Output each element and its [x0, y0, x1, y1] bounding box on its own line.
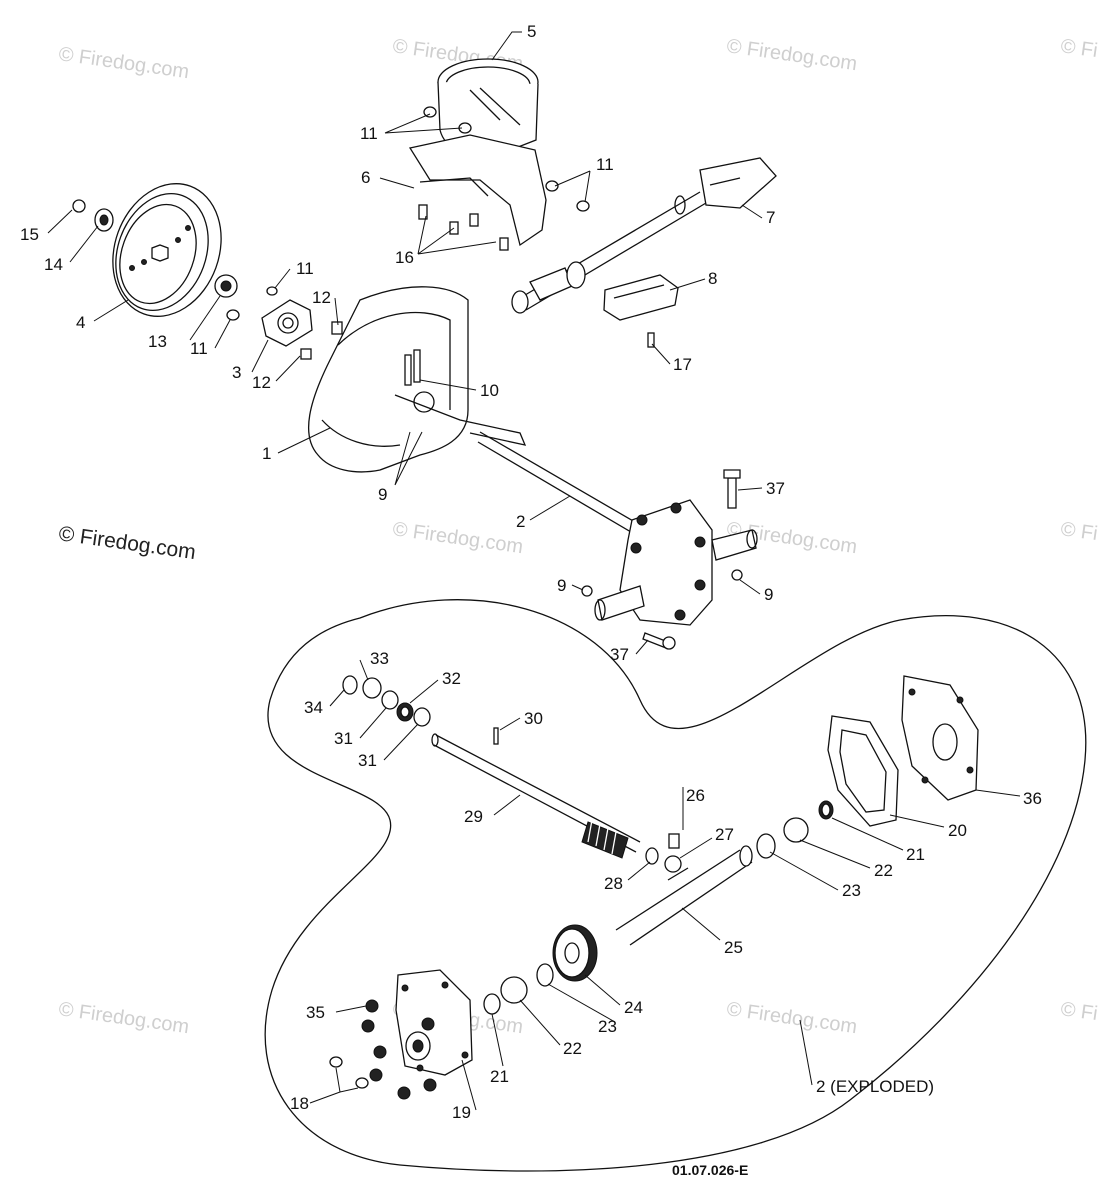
callout-31: 31	[358, 751, 377, 770]
watermarks: © Firedog.com © Firedog.com © Firedog.co…	[57, 35, 1099, 1038]
watermark-partial: © Fi	[1059, 998, 1099, 1025]
callout-33: 33	[370, 649, 389, 668]
chute-crank-part	[511, 157, 777, 314]
worm-shaft-part	[431, 733, 641, 859]
pins-part	[329, 1056, 369, 1089]
callout-35: 35	[306, 1003, 325, 1022]
callout-22: 22	[563, 1039, 582, 1058]
exploded-view-label: 2 (EXPLODED)	[816, 1077, 934, 1096]
bolt-part	[727, 477, 737, 509]
callout-32: 32	[442, 669, 461, 688]
key-part	[668, 833, 680, 849]
watermark-dark: © Firedog.com	[57, 522, 197, 564]
bushing-part	[783, 817, 809, 843]
callout-5: 5	[527, 22, 536, 41]
callout-6: 6	[361, 168, 370, 187]
watermark: © Firedog.com	[57, 998, 190, 1038]
bushing-part	[500, 976, 528, 1004]
leader-lines-exploded	[309, 659, 1021, 1111]
callout-13: 13	[148, 332, 167, 351]
bushing-part	[664, 855, 682, 873]
watermark-partial: © Fi	[1059, 518, 1099, 545]
callout-31: 31	[334, 729, 353, 748]
nut-part	[72, 199, 86, 213]
callout-10: 10	[480, 381, 499, 400]
callout-26: 26	[686, 786, 705, 805]
callout-11: 11	[360, 124, 378, 143]
callout-11: 11	[596, 155, 614, 174]
drawing-code: 01.07.026-E	[672, 1162, 748, 1178]
watermark: © Firedog.com	[725, 35, 858, 75]
watermark: © Firedog.com	[725, 998, 858, 1038]
exploded-washers-top	[342, 675, 431, 727]
callout-12: 12	[312, 288, 331, 307]
bearing-flange-part	[261, 286, 343, 360]
callout-16: 16	[395, 248, 414, 267]
callout-22: 22	[874, 861, 893, 880]
callout-labels: 5 11 6 11 7 16 15 14 4 11 12 8 13 11 3 1…	[20, 22, 1042, 1122]
callout-9: 9	[557, 576, 566, 595]
output-shaft-part	[615, 845, 753, 946]
callout-17: 17	[673, 355, 692, 374]
callout-37: 37	[610, 645, 629, 664]
callout-9: 9	[764, 585, 773, 604]
pulley-part	[112, 183, 222, 317]
worm-gear-part	[552, 924, 598, 982]
callout-34: 34	[304, 698, 323, 717]
callout-2: 2	[516, 512, 525, 531]
callout-36: 36	[1023, 789, 1042, 808]
auger-housing-part	[307, 286, 527, 473]
watermark: © Firedog.com	[391, 518, 524, 558]
callout-30: 30	[524, 709, 543, 728]
watermark: © Firedog.com	[57, 43, 190, 83]
callout-12: 12	[252, 373, 271, 392]
chute-part	[408, 58, 590, 251]
callout-15: 15	[20, 225, 39, 244]
callout-20: 20	[948, 821, 967, 840]
callout-19: 19	[452, 1103, 471, 1122]
callout-8: 8	[708, 269, 717, 288]
screws-part	[361, 999, 437, 1100]
watermark-partial: © Fi	[1059, 35, 1099, 62]
gearbox-assembly-part	[477, 431, 758, 626]
callout-1: 1	[262, 444, 271, 463]
callout-11: 11	[190, 339, 208, 358]
callout-24: 24	[624, 998, 643, 1017]
callout-23: 23	[842, 881, 861, 900]
leader-lines	[47, 31, 763, 655]
washer-part	[645, 847, 659, 865]
callout-27: 27	[715, 825, 734, 844]
washer-part	[756, 833, 776, 859]
callout-11: 11	[296, 259, 314, 278]
callout-7: 7	[766, 208, 775, 227]
gasket-part	[827, 715, 899, 827]
callout-37: 37	[766, 479, 785, 498]
key-part	[493, 727, 499, 745]
exploded-view-outline	[264, 599, 1087, 1172]
callout-3: 3	[232, 363, 241, 382]
callout-14: 14	[44, 255, 63, 274]
callout-18: 18	[290, 1094, 309, 1113]
callout-21: 21	[490, 1067, 509, 1086]
callout-21: 21	[906, 845, 925, 864]
callout-9: 9	[378, 485, 387, 504]
callout-4: 4	[76, 313, 85, 332]
crank-bracket-part	[603, 274, 679, 348]
callout-25: 25	[724, 938, 743, 957]
callout-28: 28	[604, 874, 623, 893]
callout-23: 23	[598, 1017, 617, 1036]
washer-part	[536, 963, 554, 987]
gearbox-half-right-part	[901, 675, 979, 801]
callout-29: 29	[464, 807, 483, 826]
